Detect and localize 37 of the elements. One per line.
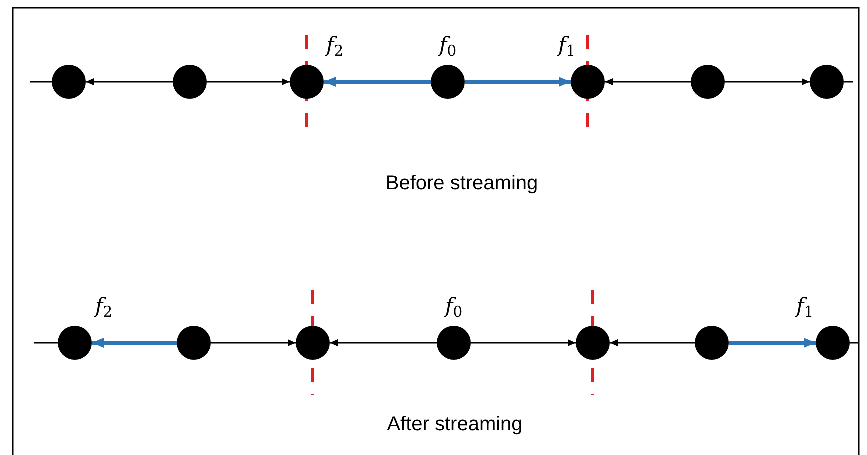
node-dot: [52, 65, 86, 99]
arrow: [725, 78, 810, 86]
node-dot: [810, 65, 844, 99]
node-dot: [431, 65, 465, 99]
frequency-label: f$_{0}$: [445, 296, 463, 320]
arrow: [471, 340, 576, 346]
arrow: [86, 78, 173, 86]
node-dot: [173, 65, 207, 99]
frequency-label: f$_{1}$: [558, 35, 576, 59]
node-dot: [691, 65, 725, 99]
arrow: [330, 340, 437, 346]
line: [34, 342, 58, 344]
frequency-label: f$_{0}$: [439, 35, 457, 59]
node-dot: [177, 326, 211, 360]
line: [30, 81, 52, 83]
node-dot: [816, 326, 850, 360]
node-dot: [576, 326, 610, 360]
arrow: [605, 78, 691, 86]
node-dot: [290, 65, 324, 99]
arrow: [211, 340, 296, 346]
arrow: [207, 78, 290, 86]
node-dot: [58, 326, 92, 360]
frequency-label: f$_{1}$: [796, 296, 814, 320]
frequency-label: f$_{2}$: [326, 35, 344, 59]
arrow: [610, 340, 695, 346]
node-dot: [437, 326, 471, 360]
arrow: [465, 77, 571, 87]
line: [844, 81, 853, 83]
arrow: [729, 338, 816, 348]
caption: Before streaming: [386, 172, 538, 196]
line: [850, 342, 858, 344]
node-dot: [571, 65, 605, 99]
frequency-label: f$_{2}$: [95, 296, 113, 320]
arrow: [324, 77, 431, 87]
node-dot: [296, 326, 330, 360]
node-dot: [695, 326, 729, 360]
caption: After streaming: [387, 414, 523, 436]
